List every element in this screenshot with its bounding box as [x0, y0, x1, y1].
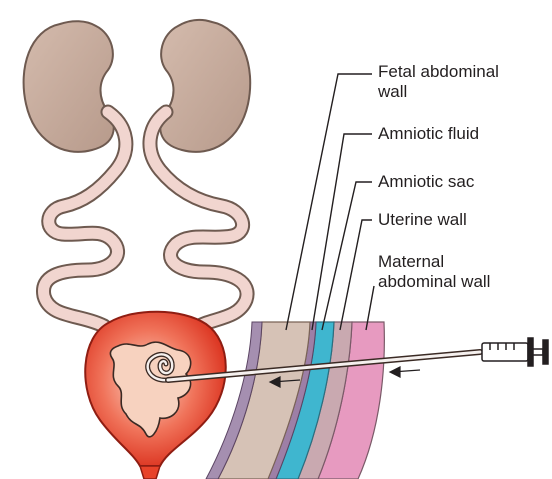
- syringe-plunger-cap: [543, 340, 548, 364]
- wall-layers: [206, 322, 384, 479]
- syringe-plunger-rod: [533, 349, 543, 355]
- syringe-barrel: [482, 343, 528, 361]
- leader-amniotic-sac: [322, 182, 372, 330]
- bladder: [85, 312, 226, 479]
- right-kidney: [160, 20, 250, 152]
- label-amniotic-sac: Amniotic sac: [378, 172, 474, 192]
- label-uterine-wall: Uterine wall: [378, 210, 467, 230]
- kidneys: [24, 20, 251, 152]
- arrow-outer-head: [390, 367, 400, 377]
- leader-amniotic-fluid: [312, 134, 372, 330]
- syringe: [482, 338, 548, 366]
- label-fetal-abdominal-wall-line2: wall: [378, 82, 407, 102]
- leader-lines: [286, 74, 374, 330]
- label-fetal-abdominal-wall-line1: Fetal abdominal: [378, 62, 499, 82]
- label-maternal-abdominal-wall-line1: Maternal: [378, 252, 444, 272]
- label-amniotic-fluid: Amniotic fluid: [378, 124, 479, 144]
- leader-uterine-wall: [340, 220, 372, 330]
- label-maternal-abdominal-wall-line2: abdominal wall: [378, 272, 490, 292]
- left-kidney: [24, 21, 114, 152]
- leader-fetal-abdominal-wall: [286, 74, 372, 330]
- urethra: [140, 466, 160, 479]
